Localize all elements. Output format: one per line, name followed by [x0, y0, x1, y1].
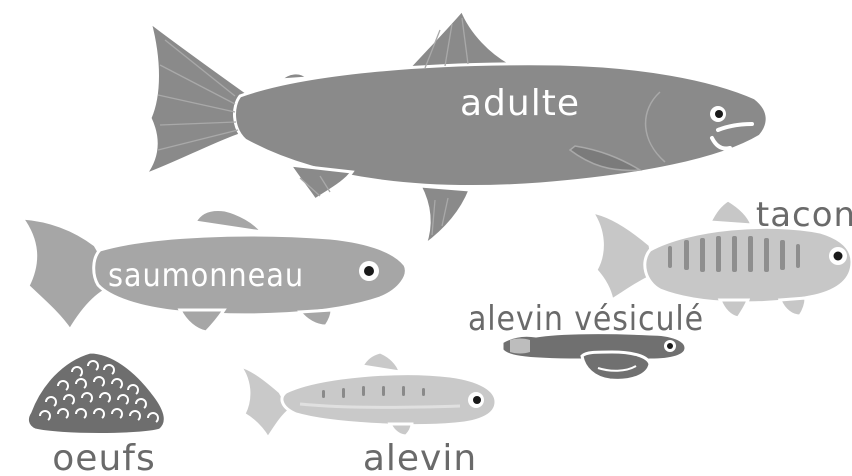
- label-alevin: alevin: [363, 438, 477, 476]
- sac-fry: [502, 333, 686, 381]
- egg-cluster: [27, 352, 165, 435]
- label-oeufs: oeufs: [52, 438, 155, 476]
- label-adulte: adulte: [460, 83, 580, 124]
- label-tacon: tacon: [756, 195, 852, 235]
- adult-salmon: [145, 10, 767, 245]
- label-alevin-vesicule: alevin vésiculé: [468, 299, 704, 339]
- label-saumonneau: saumonneau: [108, 256, 304, 294]
- fry-fish: [240, 352, 496, 438]
